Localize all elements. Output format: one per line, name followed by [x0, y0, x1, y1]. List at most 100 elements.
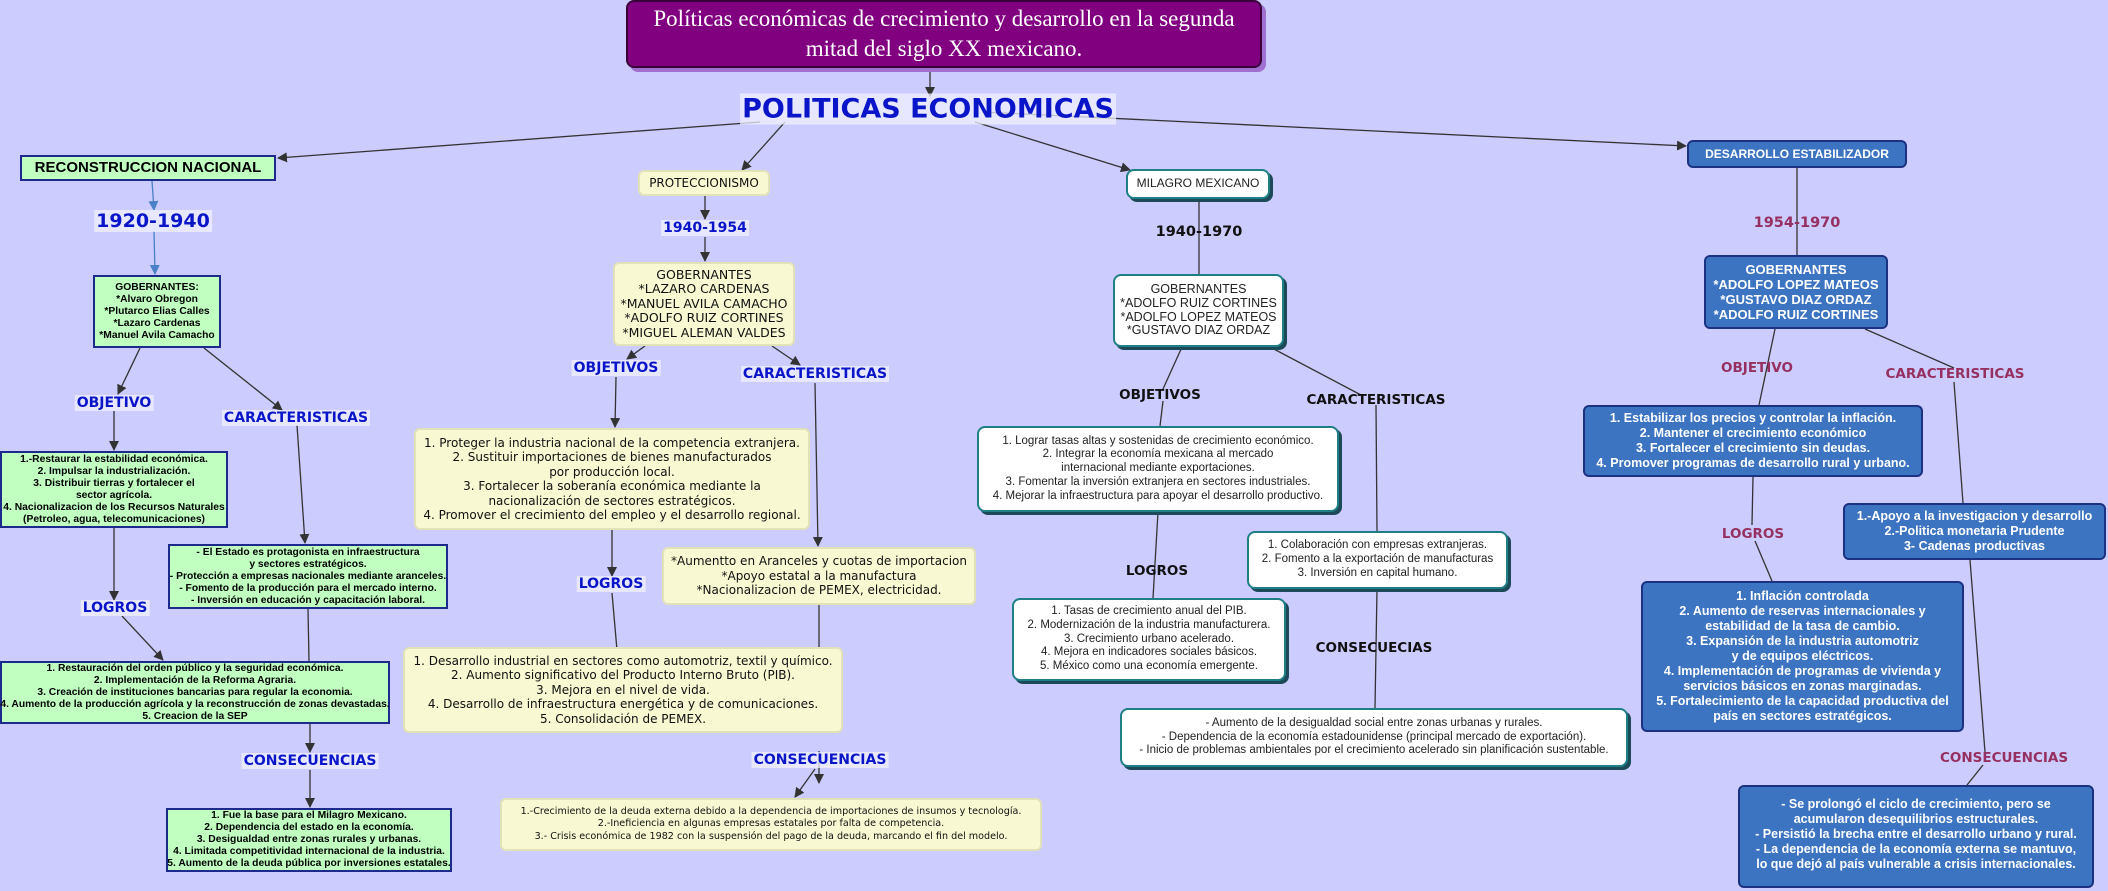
arrow-root-milagro	[974, 121, 1131, 173]
text-line: 2. Dependencia del estado en la economía…	[204, 822, 414, 833]
text-line: acumularon desequilibrios estructurales.	[1793, 812, 2039, 826]
text-line: *Manuel Avila Camacho	[99, 329, 215, 341]
text-line: 4. Implementación de programas de vivien…	[1663, 664, 1942, 678]
text-line: 1. Lograr tasas altas y sostenidas de cr…	[1002, 434, 1314, 447]
objetivo-box: 1. Estabilizar los precios y controlar l…	[1583, 405, 1923, 477]
text-line: servicios básicos en zonas marginadas.	[1683, 679, 1922, 693]
text-line: - Fomento de la producción para el merca…	[179, 582, 437, 594]
text-line: *ADOLFO LOPEZ MATEOS	[1713, 277, 1879, 292]
text-line: *ADOLFO RUIZ CORTINES	[1713, 307, 1879, 322]
consecuencias-label: CONSECUECIAS	[1315, 640, 1433, 656]
objetivo-label: OBJETIVO	[1721, 360, 1793, 376]
text-line: 2.-Ineficiencia en algunas empresas esta…	[597, 818, 945, 830]
text-line: - Se prolongó el ciclo de crecimiento, p…	[1781, 797, 2051, 811]
text-line: 3. Expansión de la industria automotriz	[1686, 634, 1919, 648]
text-line: 2. Modernización de la industria manufac…	[1027, 618, 1271, 631]
text-line: - Dependencia de la economía estadounide…	[1161, 730, 1587, 743]
text-line: - Inversión en educación y capacitación …	[190, 594, 426, 606]
node-milagro-mexicano: MILAGRO MEXICANO	[1126, 169, 1270, 199]
caracteristicas-box: 1. Colaboración con empresas extranjeras…	[1247, 531, 1508, 589]
text-line: 1. Proteger la industria nacional de la …	[424, 435, 800, 450]
text-line: 1. Restauración del orden público y la s…	[46, 662, 344, 674]
text-line: GOBERNANTES	[1745, 262, 1847, 277]
text-line: *GUSTAVO DIAZ ORDAZ	[1126, 323, 1271, 338]
text-line: 1. Colaboración con empresas extranjeras…	[1267, 539, 1488, 552]
text-line: y de equipos eléctricos.	[1731, 649, 1874, 663]
arrow-root-reconstruccion	[277, 121, 761, 163]
text-line: por producción local.	[549, 464, 675, 479]
caracteristicas-box: - El Estado es protagonista en infraestr…	[168, 544, 448, 609]
text-line: 3. Mejora en el nivel de vida.	[536, 682, 710, 697]
text-line: 2. Impulsar la industrialización.	[37, 465, 191, 477]
text-line: GOBERNANTES	[656, 266, 752, 282]
text-line: - Protección a empresas nacionales media…	[169, 570, 447, 582]
text-line: *Aumentto en Aranceles y cuotas de impor…	[671, 554, 967, 569]
gobernantes-box: GOBERNANTES*LAZARO CARDENAS*MANUEL AVILA…	[613, 262, 795, 346]
text-line: *Apoyo estatal a la manufactura	[721, 568, 917, 583]
text-line: *ADOLFO LOPEZ MATEOS	[1120, 309, 1277, 324]
text-line: lo que dejó al país vulnerable a crisis …	[1756, 857, 2076, 871]
consecuencias-label: CONSECUENCIAS	[241, 753, 379, 769]
logros-box: 1. Desarrollo industrial en sectores com…	[403, 647, 843, 733]
objetivos-label: OBJETIVOS	[571, 360, 661, 376]
consecuencias-box: - Aumento de la desigualdad social entre…	[1120, 708, 1628, 767]
text-line: 3. Fortalecer el crecimiento sin deudas.	[1635, 441, 1871, 455]
text-line: 2. Mantener el crecimiento económico	[1639, 426, 1867, 440]
text-line: 4. Mejora en indicadores sociales básico…	[1040, 646, 1258, 659]
text-line: *Nacionalizacion de PEMEX, electricidad.	[696, 583, 942, 598]
text-line: *Plutarco Elias Calles	[104, 305, 210, 317]
text-line: 2. Aumento de reservas internacionales y	[1679, 604, 1926, 618]
text-line: *ADOLFO RUIZ CORTINES	[624, 310, 784, 326]
text-line: *ADOLFO RUIZ CORTINES	[1120, 295, 1277, 310]
text-line: - Persistió la brecha entre el desarroll…	[1755, 827, 2077, 841]
text-line: 4. Mejorar la infraestructura para apoya…	[992, 489, 1324, 502]
text-line: 3. Inversión en capital humano.	[1297, 566, 1458, 579]
text-line: GOBERNANTES	[1150, 282, 1247, 297]
objetivo-box: 1.-Restaurar la estabilidad económica.2.…	[0, 451, 228, 528]
text-line: 4. Promover el crecimiento del empleo y …	[423, 508, 801, 522]
text-line: 3. Fortalecer la soberanía económica med…	[463, 479, 761, 493]
text-line: 2. Fomento a la exportación de manufactu…	[1261, 553, 1494, 566]
text-line: - El Estado es protagonista en infraestr…	[196, 546, 420, 558]
text-line: 3. Fomentar la inversión extranjera en s…	[1005, 475, 1311, 488]
text-line: 4. Aumento de la producción agrícola y l…	[0, 698, 390, 710]
objetivo-label: OBJETIVO	[74, 395, 154, 411]
text-line: 4. Limitada competitividad internacional…	[173, 846, 445, 857]
text-line: 3. Creación de instituciones bancarias p…	[37, 686, 353, 698]
text-line: y sectores estratégicos.	[249, 558, 367, 570]
text-line: 2. Sustituir importaciones de bienes man…	[452, 450, 772, 464]
text-line: 3. Distribuir tierras y fortalecer el	[33, 477, 195, 489]
text-line: 1.-Crecimiento de la deuda externa debid…	[520, 805, 1022, 817]
text-line: 1.-Restaurar la estabilidad económica.	[20, 453, 208, 465]
text-line: 1. Desarrollo industrial en sectores com…	[413, 653, 833, 668]
text-line: (Petroleo, agua, telecomunicaciones)	[23, 513, 205, 525]
node-proteccionismo: PROTECCIONISMO	[638, 170, 770, 196]
text-line: *GUSTAVO DIAZ ORDAZ	[1720, 292, 1872, 307]
node-reconstruccion-nacional: RECONSTRUCCION NACIONAL	[20, 155, 276, 181]
text-line: - Aumento de la desigualdad social entre…	[1205, 716, 1543, 729]
text-line: nacionalización de sectores estratégicos…	[488, 493, 736, 508]
caracteristicas-label: CARACTERISTICAS	[1885, 366, 2025, 382]
logros-label: LOGROS	[1125, 563, 1189, 579]
text-line: 4. Nacionalizacion de los Recursos Natur…	[3, 501, 225, 513]
text-line: 1.-Apoyo a la investigacion y desarrollo	[1856, 509, 2093, 523]
text-line: sector agrícola.	[75, 489, 153, 501]
consecuencias-label: CONSECUENCIAS	[1939, 750, 2069, 766]
text-line: 2.-Politica monetaria Prudente	[1884, 524, 2065, 538]
map-title: Políticas económicas de crecimiento y de…	[626, 0, 1262, 68]
logros-label: LOGROS	[1721, 526, 1785, 542]
node-desarrollo-estabilizador: DESARROLLO ESTABILIZADOR	[1687, 140, 1907, 168]
consecuencias-box: 1.-Crecimiento de la deuda externa debid…	[500, 798, 1042, 851]
gobernantes-box: GOBERNANTES*ADOLFO LOPEZ MATEOS*GUSTAVO …	[1704, 255, 1888, 329]
gobernantes-box: GOBERNANTES*ADOLFO RUIZ CORTINES*ADOLFO …	[1113, 274, 1284, 347]
text-line: 5. Aumento de la deuda pública por inver…	[167, 858, 451, 869]
text-line: *MANUEL AVILA CAMACHO	[620, 295, 788, 311]
text-line: 3- Cadenas productivas	[1903, 539, 2045, 553]
consecuencias-label: CONSECUENCIAS	[751, 752, 889, 768]
caracteristicas-label: CARACTERISTICAS	[221, 410, 371, 426]
text-line: *Lazaro Cardenas	[113, 317, 201, 329]
logros-label: LOGROS	[80, 600, 150, 616]
period-label: 1954-1970	[1753, 215, 1841, 231]
